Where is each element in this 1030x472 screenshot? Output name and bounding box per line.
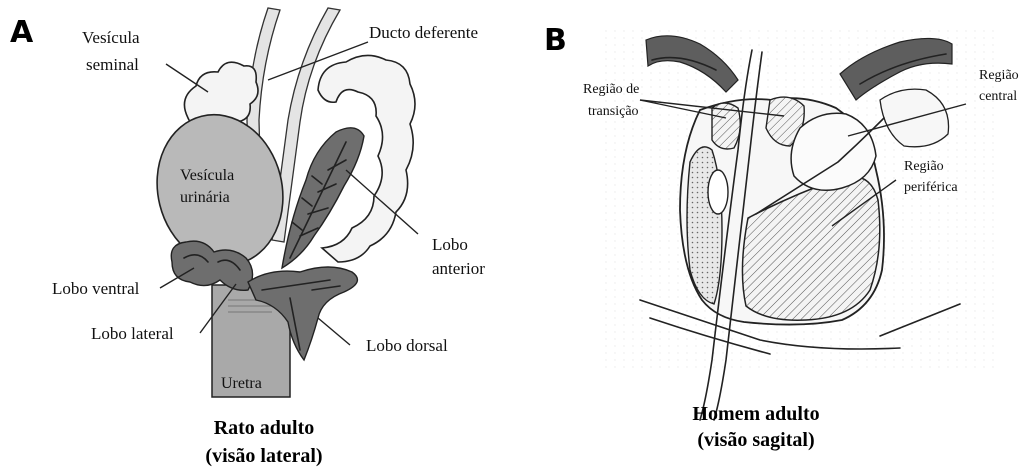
label-vesicula-seminal-1: Vesícula	[82, 28, 140, 47]
panel-a: A	[10, 8, 485, 467]
label-lobo-anterior-1: Lobo	[432, 235, 468, 254]
label-uretra: Uretra	[221, 375, 262, 392]
label-vesicula-urinaria-2: urinária	[180, 189, 230, 206]
caption-a-line2: (visão lateral)	[205, 445, 322, 467]
label-regiao-central-1: Região	[979, 68, 1019, 83]
label-lobo-ventral: Lobo ventral	[52, 279, 140, 298]
panel-b: B	[544, 23, 1019, 451]
caption-b-line1: Homem adulto	[692, 403, 819, 425]
label-regiao-transicao-2: transição	[588, 104, 639, 119]
caption-a-line1: Rato adulto	[214, 417, 315, 439]
panel-letter-b: B	[544, 23, 567, 58]
label-regiao-periferica-2: periférica	[904, 180, 958, 195]
label-vesicula-urinaria-1: Vesícula	[180, 167, 234, 184]
panel-letter-a: A	[10, 15, 34, 50]
label-regiao-central-2: central	[979, 89, 1017, 104]
label-vesicula-seminal-2: seminal	[86, 55, 139, 74]
caption-b-line2: (visão sagital)	[697, 429, 814, 451]
label-ducto-deferente: Ducto deferente	[369, 23, 478, 42]
label-lobo-dorsal: Lobo dorsal	[366, 336, 448, 355]
label-lobo-anterior-2: anterior	[432, 259, 485, 278]
label-regiao-transicao-1: Região de	[583, 82, 639, 97]
label-regiao-periferica-1: Região	[904, 159, 944, 174]
label-lobo-lateral: Lobo lateral	[91, 324, 174, 343]
